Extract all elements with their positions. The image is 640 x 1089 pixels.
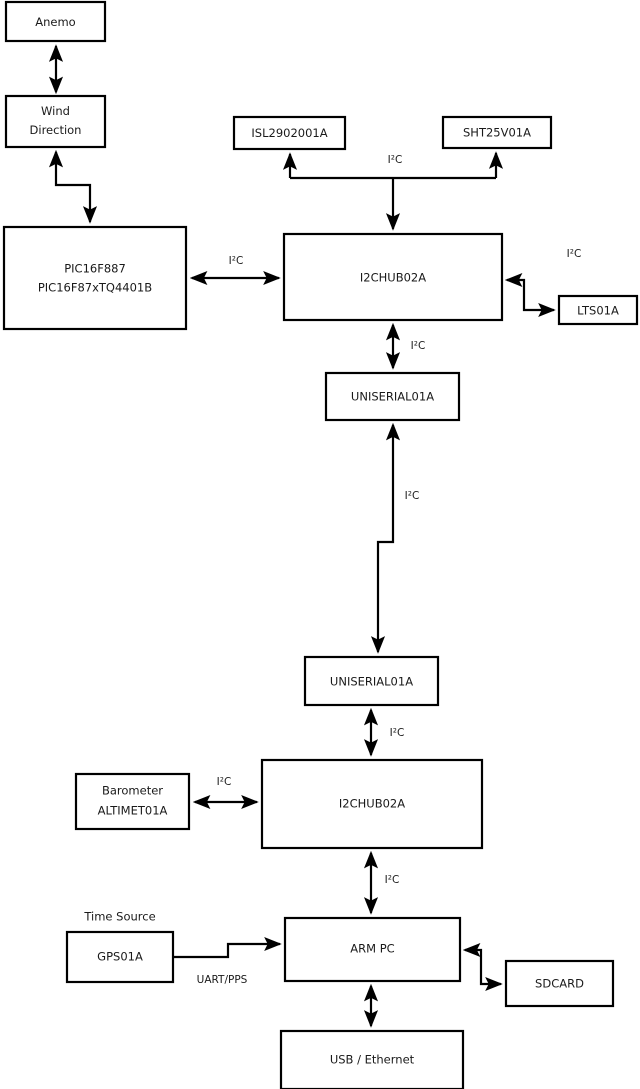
edge-wind-pic bbox=[48, 149, 98, 224]
node-isl2902001a-label: ISL2902001A bbox=[251, 126, 327, 140]
node-uniserial01a-upper[interactable]: UNISERIAL01A bbox=[324, 371, 461, 422]
node-lts01a-label: LTS01A bbox=[577, 304, 619, 318]
edge-label-hubtop-lts: I²C bbox=[567, 248, 582, 260]
node-pic-mcu-label-line2: PIC16F87xTQ4401B bbox=[38, 281, 152, 295]
node-lts01a[interactable]: LTS01A bbox=[557, 294, 639, 326]
node-gps01a-label: GPS01A bbox=[97, 950, 143, 964]
node-anemo[interactable]: Anemo bbox=[4, 0, 107, 43]
edge-label-hubtop-sensors: I²C bbox=[388, 154, 403, 166]
node-arm-pc-label: ARM PC bbox=[350, 942, 394, 956]
node-pic-mcu[interactable]: PIC16F887 PIC16F87xTQ4401B bbox=[2, 225, 188, 331]
annotation-layer: Time Source bbox=[83, 910, 155, 924]
node-wind-direction-label-line1: Wind bbox=[41, 104, 70, 118]
node-gps01a[interactable]: GPS01A bbox=[65, 930, 175, 984]
node-anemo-label: Anemo bbox=[35, 15, 75, 29]
node-uniserial01a-lower-label: UNISERIAL01A bbox=[330, 675, 413, 689]
node-sdcard-label: SDCARD bbox=[535, 977, 584, 991]
edge-hubtop-lts bbox=[504, 272, 556, 318]
node-i2chub02a-top[interactable]: I2CHUB02A bbox=[282, 232, 504, 322]
annotation-time-source: Time Source bbox=[83, 910, 155, 924]
node-sdcard[interactable]: SDCARD bbox=[504, 959, 615, 1008]
node-sht25v01a-label: SHT25V01A bbox=[463, 126, 531, 140]
node-usb-ethernet[interactable]: USB / Ethernet bbox=[279, 1029, 465, 1089]
node-barometer-label-line2: ALTIMET01A bbox=[98, 804, 168, 818]
edge-armpc-sdcard bbox=[462, 942, 503, 992]
node-arm-pc[interactable]: ARM PC bbox=[283, 916, 462, 983]
node-i2chub02a-bottom[interactable]: I2CHUB02A bbox=[260, 758, 484, 850]
edge-uniserial-up-down bbox=[370, 422, 401, 654]
edge-label-barometer-hub: I²C bbox=[217, 776, 232, 788]
edge-label-gps-armpc: UART/PPS bbox=[197, 974, 248, 986]
node-i2chub02a-bottom-label: I2CHUB02A bbox=[339, 797, 405, 811]
node-pic-mcu-label-line1: PIC16F887 bbox=[64, 262, 126, 276]
edge-label-layer: I²C I²C I²C I²C I²C I²C I²C I²C UART/PPS bbox=[197, 154, 582, 986]
edge-label-pic-hub: I²C bbox=[229, 255, 244, 267]
node-uniserial01a-lower[interactable]: UNISERIAL01A bbox=[303, 655, 440, 707]
node-sht25v01a[interactable]: SHT25V01A bbox=[441, 115, 553, 150]
node-wind-direction-label-line2: Direction bbox=[30, 123, 82, 137]
edge-label-hubtop-uniserial: I²C bbox=[411, 340, 426, 352]
node-usb-ethernet-label: USB / Ethernet bbox=[330, 1053, 415, 1067]
node-i2chub02a-top-label: I2CHUB02A bbox=[360, 271, 426, 285]
edge-gps-armpc bbox=[173, 936, 282, 959]
node-isl2902001a[interactable]: ISL2902001A bbox=[232, 115, 347, 151]
edge-layer bbox=[48, 44, 556, 1028]
edge-label-uniserial-hub-bottom: I²C bbox=[390, 727, 405, 739]
node-barometer[interactable]: Barometer ALTIMET01A bbox=[74, 772, 191, 831]
node-uniserial01a-upper-label: UNISERIAL01A bbox=[351, 390, 434, 404]
edge-label-uniserial-link: I²C bbox=[405, 490, 420, 502]
edge-label-hub-bottom-armpc: I²C bbox=[385, 874, 400, 886]
node-wind-direction[interactable]: Wind Direction bbox=[4, 94, 107, 149]
node-barometer-label-line1: Barometer bbox=[102, 784, 163, 798]
